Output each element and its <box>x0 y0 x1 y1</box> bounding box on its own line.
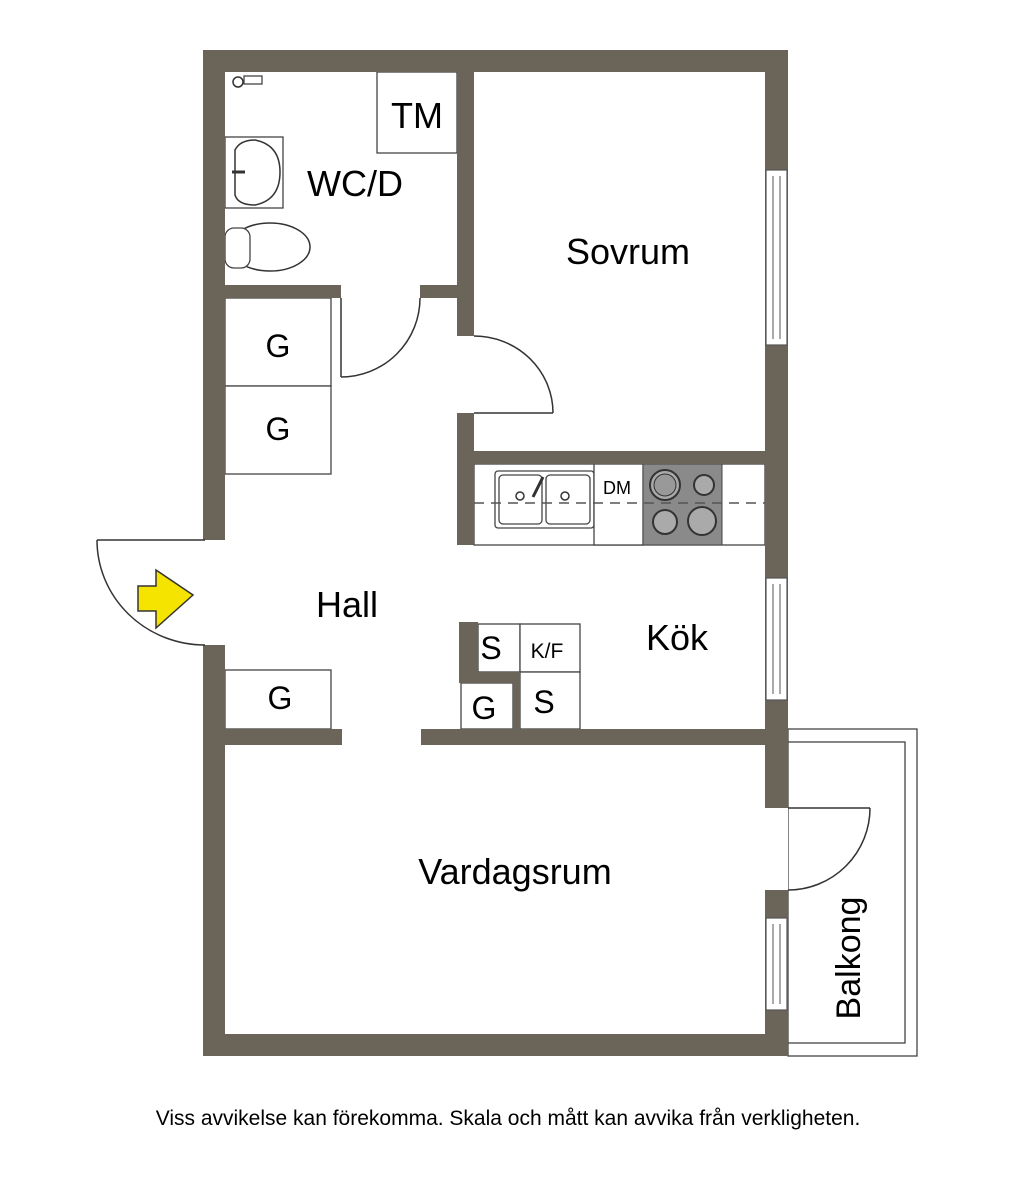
closet-1 <box>224 297 332 387</box>
label-living: Vardagsrum <box>418 851 611 892</box>
label-closet-3: G <box>268 680 293 716</box>
label-wc: WC/D <box>307 163 403 204</box>
balcony-door-opening <box>765 808 788 890</box>
label-bedroom: Sovrum <box>566 231 690 272</box>
fridge <box>519 623 581 673</box>
balcony <box>787 728 918 1057</box>
shower-icon <box>232 75 263 88</box>
closet-3 <box>224 669 332 730</box>
label-kitchen: Kök <box>646 617 709 658</box>
kitchen-partition <box>459 622 520 729</box>
label-closet-1: G <box>266 328 291 364</box>
walls <box>203 50 788 1056</box>
sink-icon <box>494 470 595 529</box>
kitchen-counter <box>473 463 766 546</box>
label-closet-4: G <box>472 690 497 726</box>
label-cabinet-2: S <box>533 684 554 720</box>
label-cabinet-1: S <box>480 630 501 666</box>
label-tm: TM <box>391 95 443 136</box>
window-living <box>765 917 788 1011</box>
closet-2 <box>224 385 332 475</box>
label-closet-2: G <box>266 411 291 447</box>
label-balcony: Balkong <box>830 897 868 1020</box>
stove-icon <box>642 463 723 546</box>
washing-machine-box <box>376 71 458 154</box>
disclaimer-caption: Viss avvikelse kan förekomma. Skala och … <box>156 1107 861 1130</box>
window-bedroom <box>765 169 788 346</box>
toilet-icon <box>224 222 311 272</box>
door-wc <box>340 297 421 378</box>
washbasin-icon <box>224 136 284 209</box>
label-fridge: K/F <box>531 640 564 663</box>
dishwasher <box>593 463 644 546</box>
label-dishwasher: DM <box>603 478 631 498</box>
door-entrance <box>96 539 206 646</box>
cabinet-2 <box>519 671 581 730</box>
entrance-arrow-icon <box>137 568 195 630</box>
window-kitchen <box>765 577 788 701</box>
door-bedroom <box>473 335 554 414</box>
door-balcony <box>787 807 871 891</box>
label-hall: Hall <box>316 584 378 625</box>
